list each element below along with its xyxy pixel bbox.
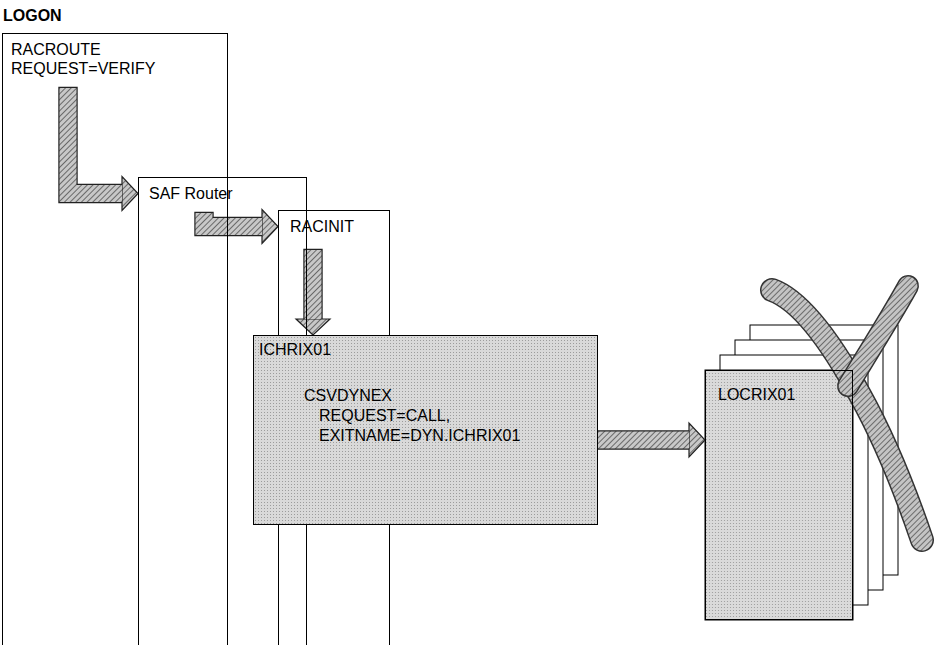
hatched-arrow <box>296 249 330 335</box>
caption-label: LOGON <box>3 6 62 25</box>
call-frame: RACROUTE REQUEST=VERIFY <box>2 33 228 645</box>
box-title: ICHRIX01 <box>259 340 592 359</box>
arrow-shaft <box>68 88 122 194</box>
arrow-shaft-outline <box>597 430 689 449</box>
module-page: LOCRIX01 <box>705 370 853 620</box>
box-title: RACROUTE REQUEST=VERIFY <box>11 40 155 78</box>
cross-out-stroke <box>772 290 922 540</box>
arrow-shaft <box>598 432 689 449</box>
arrow-head <box>296 319 330 335</box>
cross-out-stroke <box>848 286 908 386</box>
arrow-shaft-outline <box>204 212 262 227</box>
box-title: SAF Router <box>149 184 296 203</box>
arrow-shaft <box>204 213 262 227</box>
cross-out-stroke <box>772 290 922 540</box>
exit-box: ICHRIX01CSVDYNEX REQUEST=CALL, EXITNAME=… <box>253 335 598 525</box>
hatched-arrow <box>597 423 705 457</box>
arrow-head <box>122 177 138 211</box>
hatched-arrow <box>204 210 278 244</box>
front-page-fill <box>705 370 853 620</box>
arrow-shaft <box>305 250 322 319</box>
cross-out-stroke <box>848 286 908 386</box>
box-title: LOCRIX01 <box>718 385 840 404</box>
box-title: RACINIT <box>290 217 378 236</box>
hatched-arrow <box>68 87 138 211</box>
arrow-head <box>689 423 705 457</box>
arrow-head <box>262 210 278 244</box>
arrow-shaft-outline <box>68 87 122 194</box>
box-body: CSVDYNEX REQUEST=CALL, EXITNAME=DYN.ICHR… <box>304 386 520 446</box>
